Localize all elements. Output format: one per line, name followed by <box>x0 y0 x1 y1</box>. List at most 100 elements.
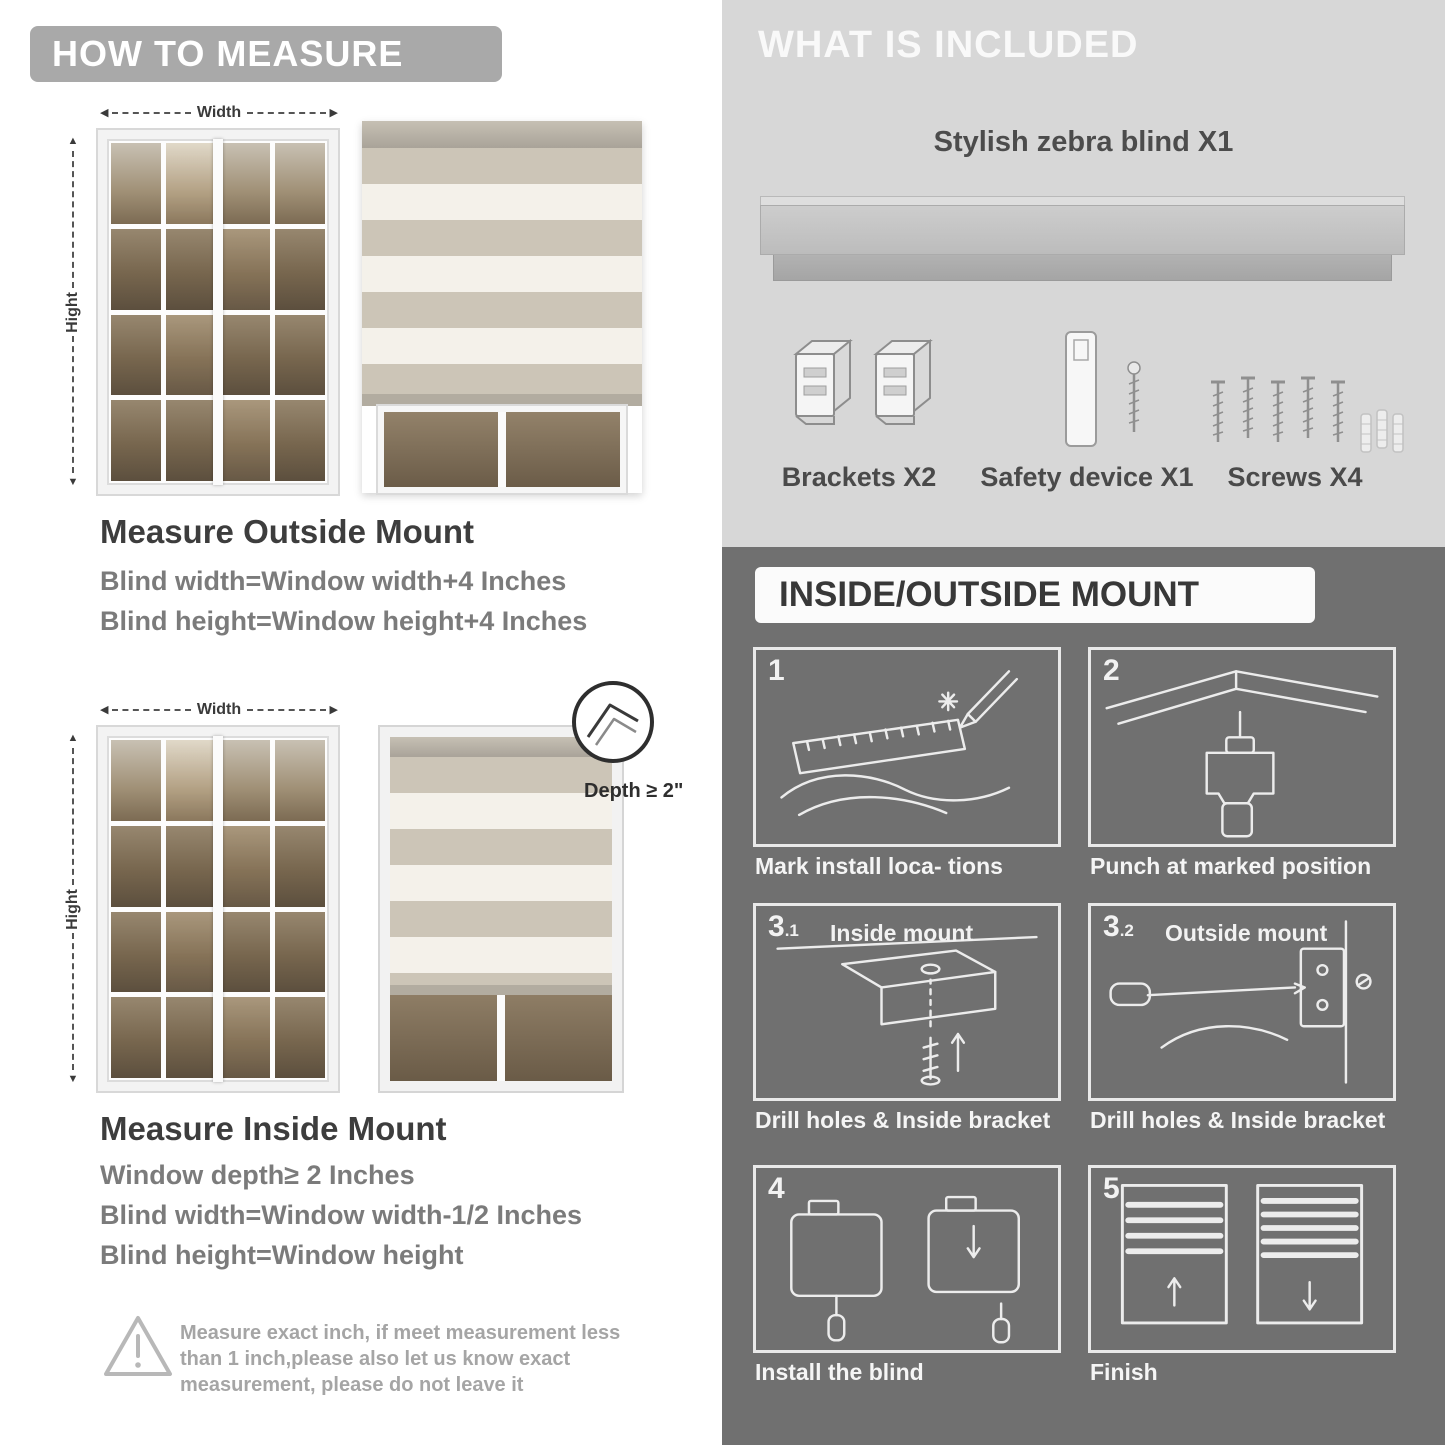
window-pane <box>220 314 271 396</box>
dash-line <box>247 709 326 711</box>
mount-section-banner: INSIDE/OUTSIDE MOUNT <box>755 567 1315 623</box>
window-pane <box>165 825 216 907</box>
screws-icon <box>1209 376 1404 453</box>
window-pane <box>111 143 161 224</box>
step-number-main: 2 <box>1103 654 1120 687</box>
window-illustration-outside <box>98 130 338 494</box>
step-title: Outside mount <box>1165 920 1328 946</box>
outside-mount-title: Measure Outside Mount <box>100 513 475 550</box>
width-label: Width <box>196 701 242 718</box>
window-pane <box>275 740 325 821</box>
window-pane <box>275 997 325 1078</box>
safety-device-label: Safety device X1 <box>980 462 1194 492</box>
inside-mount-title: Measure Inside Mount <box>100 1110 447 1147</box>
warning-icon <box>104 1316 172 1376</box>
dash-line <box>72 151 74 288</box>
step2-drill-illustration <box>1105 670 1379 838</box>
safety-device-icon <box>1065 331 1141 447</box>
how-to-measure-banner: HOW TO MEASURE <box>30 26 502 82</box>
window-illustration-inside <box>98 727 338 1091</box>
step-number-main: 5 <box>1103 1172 1120 1205</box>
dash-line <box>112 112 191 114</box>
arrow-right-icon: ▶ <box>329 703 338 716</box>
window-behind-blind <box>390 995 612 1081</box>
window-pane <box>111 400 161 481</box>
window-pane <box>165 143 216 224</box>
arrow-left-icon: ◀ <box>100 703 109 716</box>
step-number: 3.2 <box>1103 910 1134 944</box>
arrow-up-icon: ▲ <box>67 135 79 147</box>
blind-bottom-rail <box>362 394 642 406</box>
step-number: 1 <box>768 654 785 688</box>
step-number-main: 3 <box>768 910 785 943</box>
depth-label: Depth ≥ 2" <box>584 780 684 802</box>
window-pane <box>165 400 216 481</box>
window-pane <box>111 314 161 396</box>
step-panel-2: 2 <box>1088 647 1396 847</box>
blind-bottom-rail <box>390 985 612 995</box>
window-pane <box>111 740 161 821</box>
brackets-icon <box>795 340 931 425</box>
height-measure-arrow: ▲ Hight ▼ <box>62 136 84 488</box>
window-pane <box>111 228 161 310</box>
dash-line <box>247 112 326 114</box>
step3-2-caption: Drill holes & Inside bracket <box>1090 1107 1386 1133</box>
window-pane <box>111 911 161 993</box>
step-number: 2 <box>1103 654 1120 688</box>
window-center-mullion <box>213 736 223 1082</box>
outside-height-formula: Blind height=Window height+4 Inches <box>100 606 588 636</box>
step-panel-1: 1 <box>753 647 1061 847</box>
window-pane <box>220 740 271 821</box>
step3-2-outside-bracket-illustration <box>1109 920 1372 1084</box>
window-pane <box>111 825 161 907</box>
arrow-up-icon: ▲ <box>67 732 79 744</box>
window-corner-detail-icon <box>586 703 639 746</box>
step5-finish-illustration <box>1120 1183 1364 1325</box>
window-pane <box>275 825 325 907</box>
window-pane <box>220 143 271 224</box>
height-label: Hight <box>64 291 81 333</box>
step-number-main: 3 <box>1103 910 1120 943</box>
mount-section-title: INSIDE/OUTSIDE MOUNT <box>779 575 1200 614</box>
arrow-down-icon: ▼ <box>67 1073 79 1085</box>
window-center-mullion <box>213 139 223 485</box>
blind-zebra-fabric <box>362 148 642 394</box>
brackets-label: Brackets X2 <box>781 462 937 492</box>
window-pane <box>220 911 271 993</box>
zebra-blind-outside-mount <box>362 121 642 493</box>
step1-mark-illustration <box>780 670 1019 817</box>
step-number: 4 <box>768 1172 785 1206</box>
dash-line <box>72 336 74 473</box>
dash-line <box>72 748 74 885</box>
step-number: 5 <box>1103 1172 1120 1206</box>
window-pane <box>220 997 271 1078</box>
height-label: Hight <box>64 888 81 930</box>
window-pane <box>165 228 216 310</box>
window-pane <box>165 314 216 396</box>
headrail-front <box>760 205 1405 255</box>
step4-caption: Install the blind <box>755 1359 924 1385</box>
blind-cassette <box>362 121 642 148</box>
height-measure-arrow: ▲ Hight ▼ <box>62 733 84 1085</box>
how-to-measure-title: HOW TO MEASURE <box>52 33 404 74</box>
step2-caption: Punch at marked position <box>1090 853 1372 879</box>
screws-label: Screws X4 <box>1227 462 1363 492</box>
window-pane <box>165 740 216 821</box>
width-label: Width <box>196 104 242 121</box>
step5-caption: Finish <box>1090 1359 1158 1385</box>
step-number-sub: .1 <box>784 921 799 940</box>
step-title: Inside mount <box>830 920 974 946</box>
depth-detail-circle <box>572 681 654 763</box>
window-pane <box>275 228 325 310</box>
step-panel-4: 4 <box>753 1165 1061 1353</box>
window-pane <box>165 997 216 1078</box>
step3-1-inside-bracket-illustration <box>776 935 1038 1086</box>
step-number-sub: .2 <box>1119 921 1134 940</box>
window-pane <box>275 400 325 481</box>
outside-width-formula: Blind width=Window width+4 Inches <box>100 566 567 596</box>
what-is-included-panel: WHAT IS INCLUDED Stylish zebra blind X1 <box>722 0 1445 547</box>
zebra-blind-label: Stylish zebra blind X1 <box>933 126 1234 158</box>
window-pane <box>275 911 325 993</box>
step-number-main: 4 <box>768 1172 785 1205</box>
